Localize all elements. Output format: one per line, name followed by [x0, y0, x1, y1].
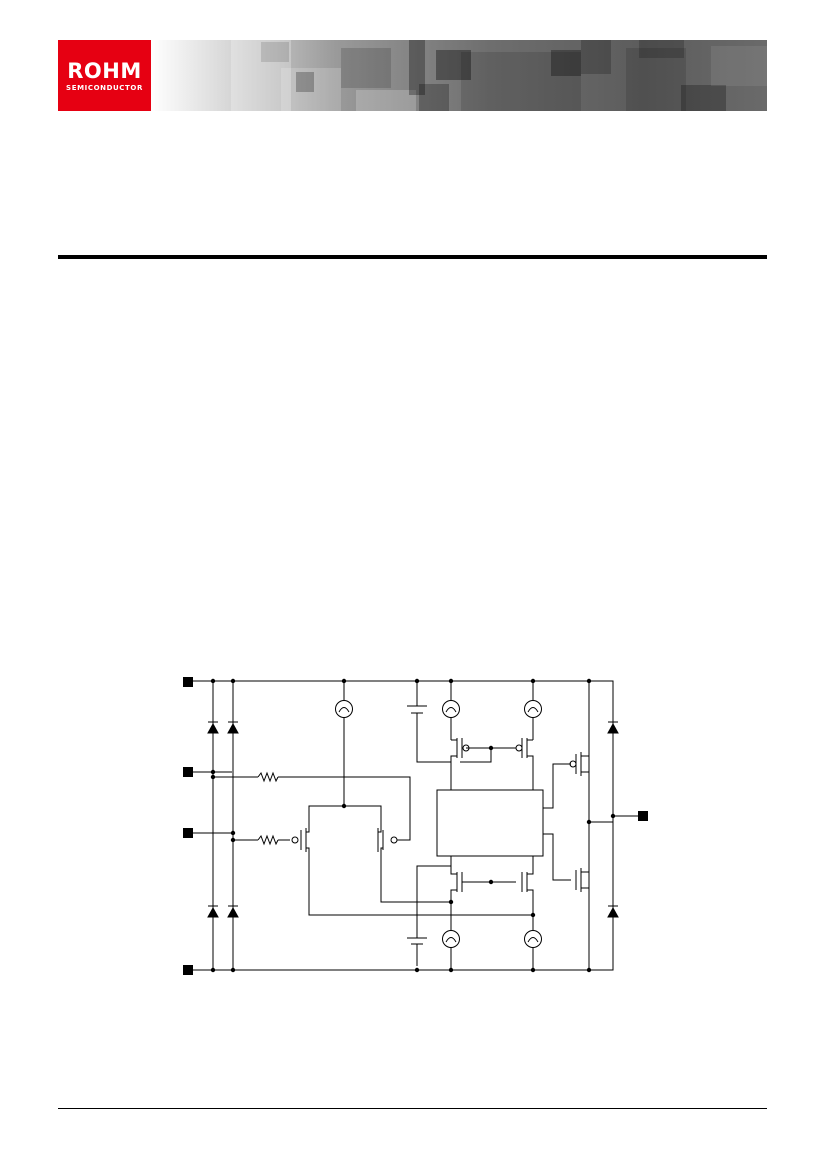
terminal-in-plus: [183, 767, 193, 777]
diode: [607, 721, 619, 734]
banner-block: [461, 52, 581, 111]
diode-columns: [212, 681, 234, 970]
banner-block: [409, 40, 425, 95]
power-rails: [190, 680, 614, 971]
banner-block: [231, 40, 291, 111]
mosfet-bottom-left: [407, 856, 491, 966]
equivalent-circuit-diagram: [183, 677, 648, 975]
class-ab-block: [436, 789, 544, 857]
current-source-arrow: [338, 707, 350, 713]
current-source: [524, 700, 542, 718]
bottom-sources-wire: [450, 948, 534, 970]
battery-top: [407, 681, 451, 763]
resistor-1-wire: [213, 776, 411, 841]
terminal-in-minus: [183, 828, 193, 838]
diode: [207, 721, 219, 734]
top-sources-wire: [450, 681, 534, 740]
gate-bubble: [515, 744, 523, 752]
output-nmos: [575, 868, 589, 892]
banner-block: [436, 50, 471, 80]
gate-bubble: [462, 744, 470, 752]
terminal-vdd: [183, 677, 193, 687]
terminal-vss: [183, 965, 193, 975]
diode: [227, 721, 239, 734]
current-source-arrows: [445, 707, 539, 713]
gate-bubble: [569, 760, 577, 768]
banner-block: [296, 72, 314, 92]
banner-block: [356, 90, 416, 111]
mosfet-top-left: [450, 738, 492, 790]
title-rule: [58, 255, 767, 259]
logo-subtext: SEMICONDUCTOR: [66, 84, 143, 92]
resistor-2: [257, 834, 279, 846]
current-source: [335, 700, 353, 718]
logo-wordmark: ROHM: [67, 59, 142, 83]
current-source-arrows: [445, 937, 539, 943]
banner-block: [681, 85, 726, 111]
gate-bubble: [291, 836, 299, 844]
header-banner: [151, 40, 767, 111]
resistor-1: [257, 771, 279, 783]
banner-block: [419, 84, 449, 111]
input-leads: [190, 771, 232, 834]
banner-block: [261, 42, 289, 62]
diode: [607, 905, 619, 918]
banner-block: [281, 68, 341, 111]
rohm-logo: ROHM SEMICONDUCTOR: [58, 40, 151, 111]
mosfet-bottom-right: [450, 856, 534, 930]
diode: [227, 905, 239, 918]
terminal-out: [638, 811, 648, 821]
output-node: [588, 681, 641, 970]
mosfet-top-right: [491, 738, 534, 790]
banner-block: [626, 48, 686, 111]
banner-block: [341, 48, 391, 88]
current-source: [442, 700, 460, 718]
banner-block: [581, 40, 611, 74]
current-source: [442, 930, 460, 948]
diode: [207, 905, 219, 918]
gate-bubble: [390, 836, 398, 844]
output-gate-wires: [543, 763, 571, 881]
banner-block: [639, 40, 684, 58]
banner-block: [551, 50, 581, 76]
footer-rule: [58, 1108, 767, 1109]
rail-lines: [190, 680, 613, 971]
banner-block: [711, 46, 767, 86]
output-pmos: [575, 752, 589, 776]
current-source: [524, 930, 542, 948]
